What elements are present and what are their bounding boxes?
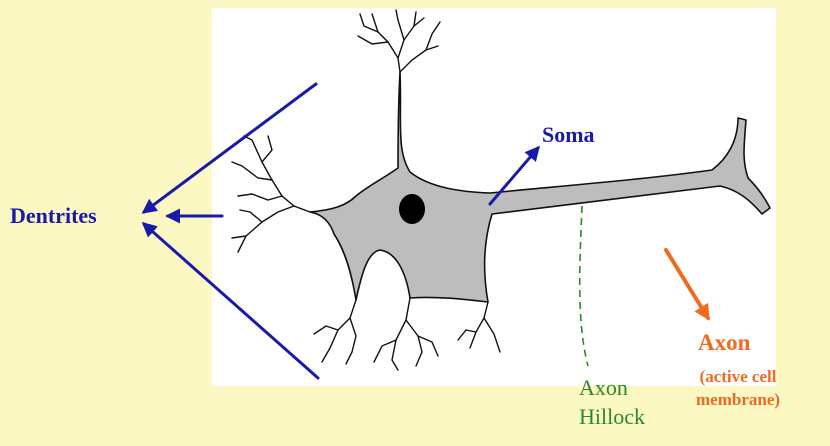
axon-note: (active cell membrane) [696,366,780,412]
axon-note-line2: membrane) [696,389,780,412]
axon-hillock-line2: Hillock [579,403,645,432]
nucleus [399,194,425,224]
soma-label: Soma [542,122,595,147]
axon-hillock-label: Axon Hillock [579,374,645,431]
axon-hillock-line1: Axon [579,374,645,403]
dendrites-label: Dentrites [10,203,97,228]
axon-note-line1: (active cell [696,366,780,389]
axon-label: Axon [698,330,750,356]
